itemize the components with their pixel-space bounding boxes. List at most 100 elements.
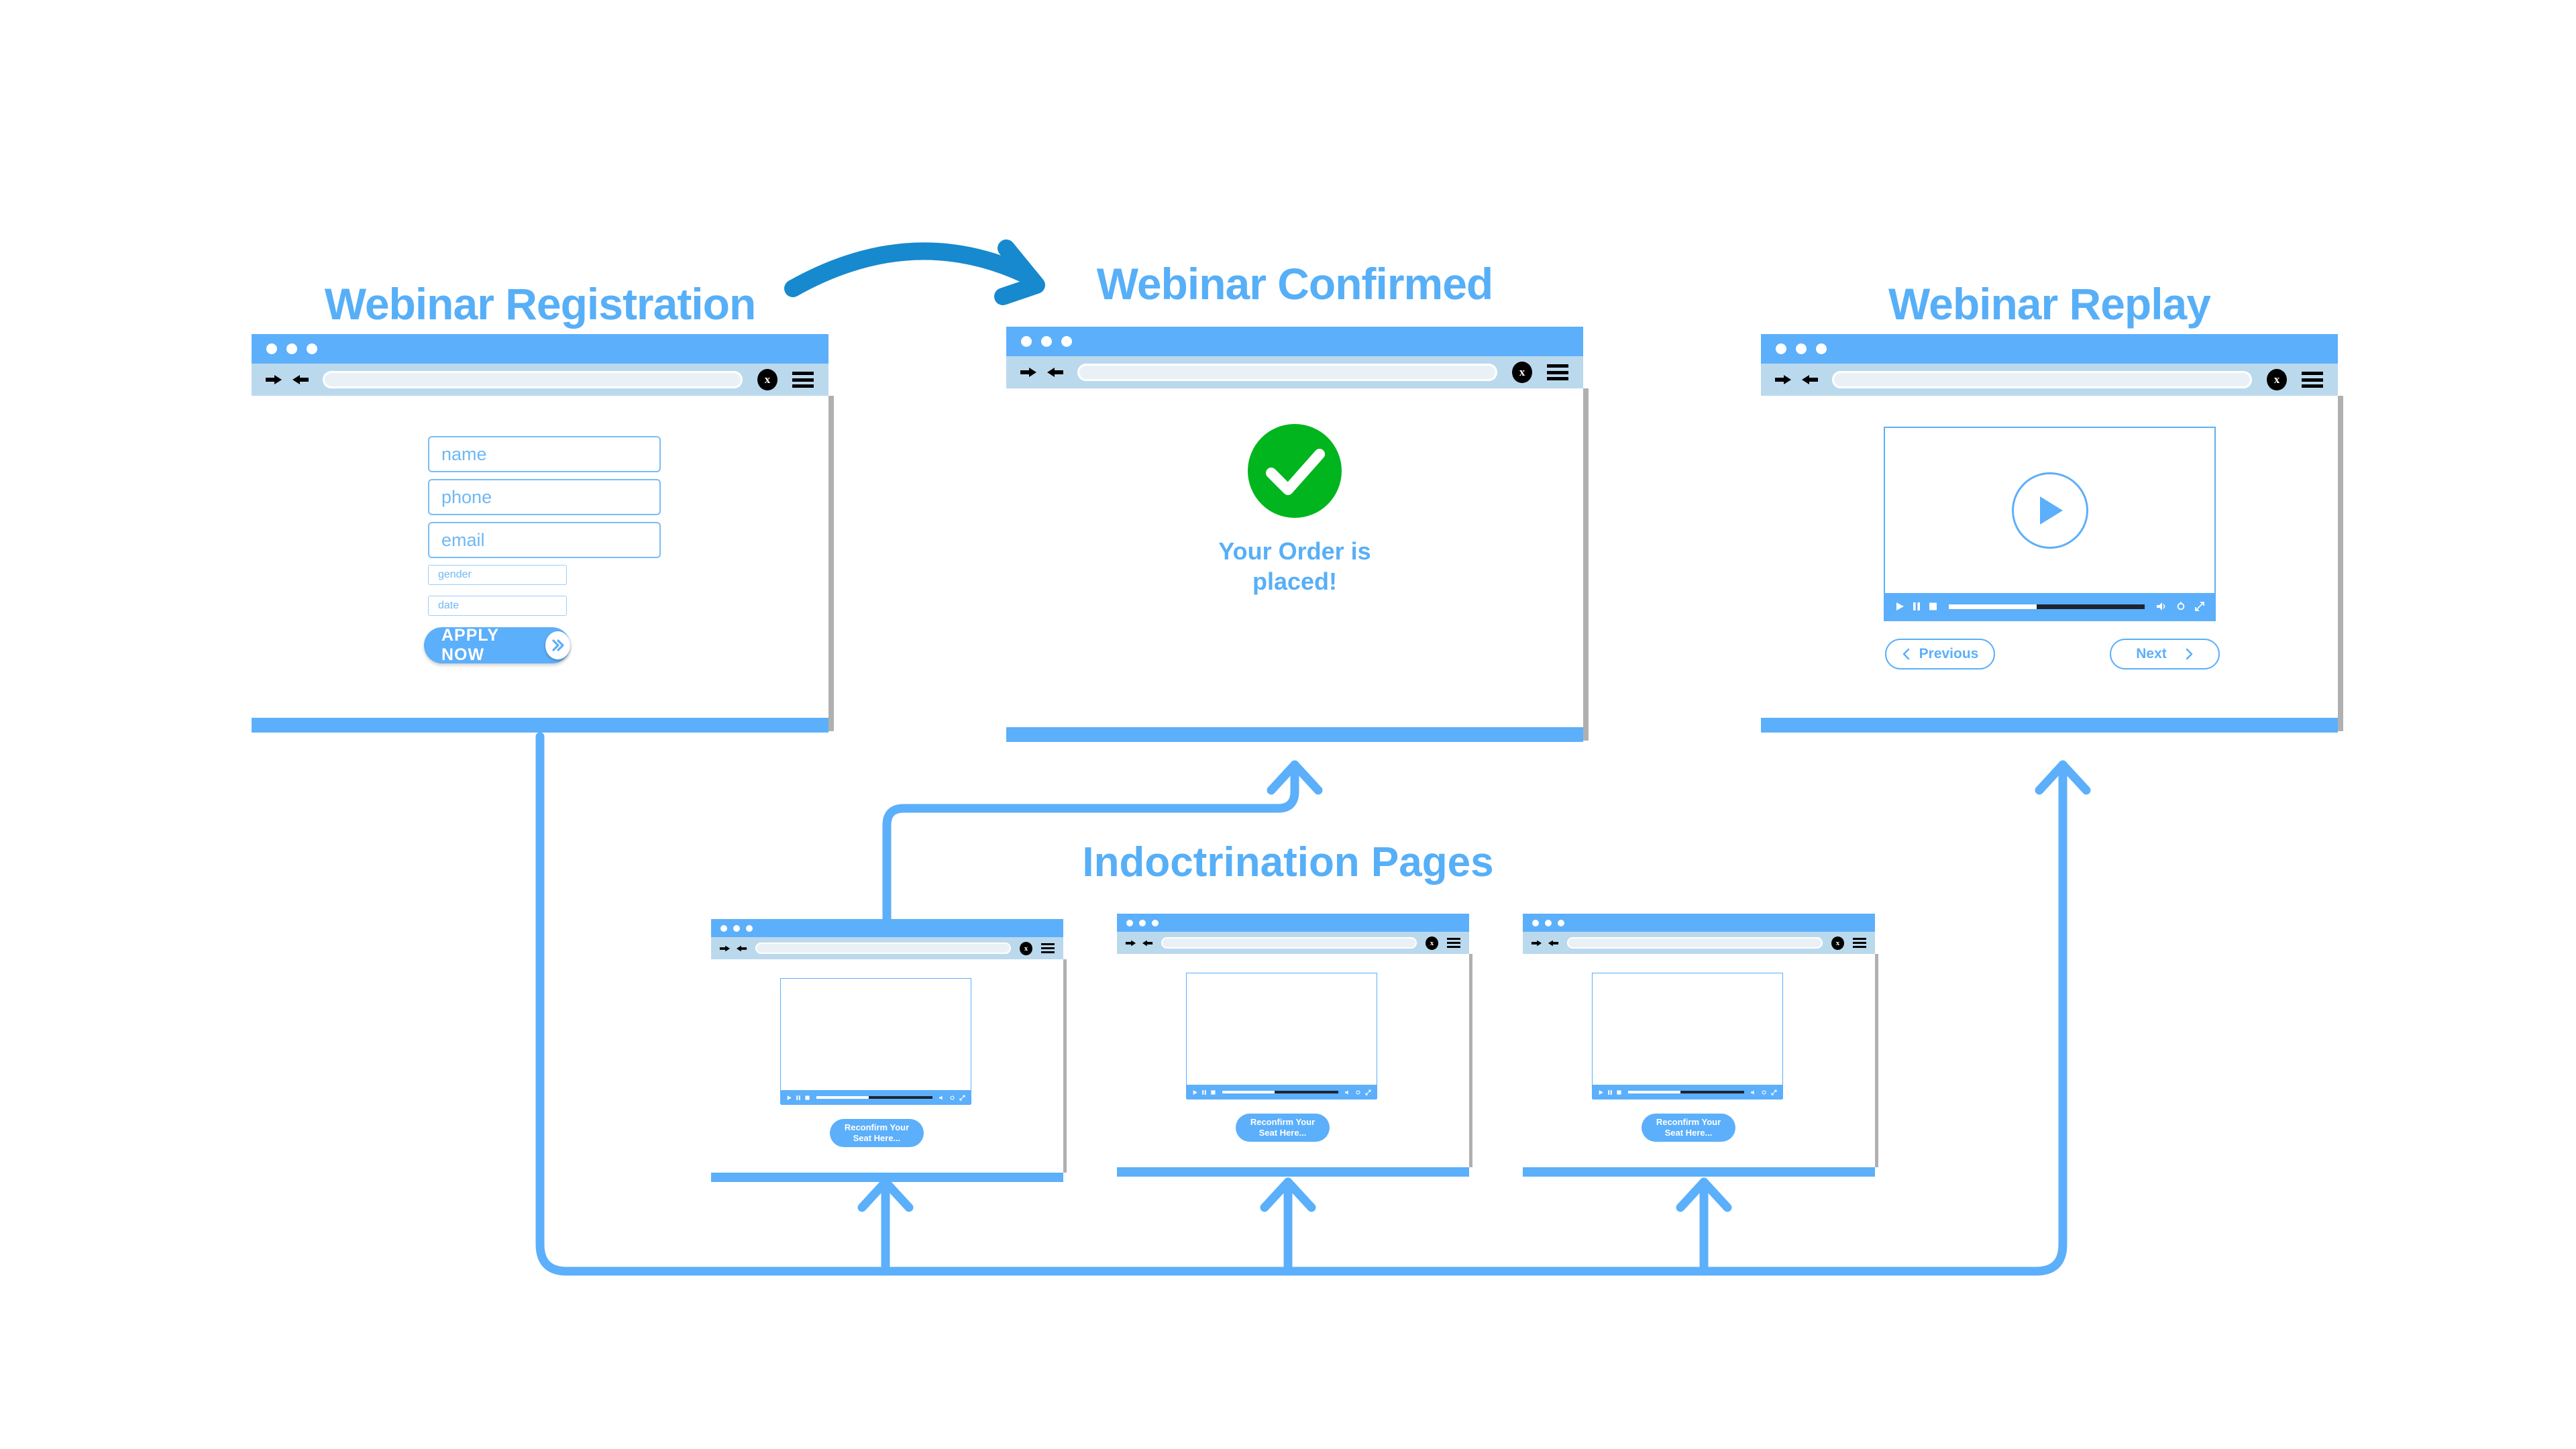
window-dot-maximize[interactable] — [307, 343, 317, 354]
reconfirm-seat-button[interactable]: Reconfirm Your Seat Here... — [1642, 1114, 1735, 1142]
video-player[interactable] — [1186, 973, 1377, 1099]
window-dot-maximize[interactable] — [1061, 336, 1072, 347]
address-bar[interactable] — [1077, 364, 1497, 381]
menu-icon[interactable] — [1447, 938, 1460, 948]
close-tab-icon[interactable]: x — [757, 369, 777, 390]
video-controls[interactable] — [1885, 593, 2214, 620]
stop-icon[interactable] — [1616, 1089, 1622, 1095]
window-dot-close[interactable] — [1776, 343, 1786, 354]
window-dot-minimize[interactable] — [286, 343, 297, 354]
back-arrow-icon[interactable] — [1530, 938, 1543, 948]
video-progress-bar[interactable] — [1628, 1091, 1744, 1093]
window-dot-maximize[interactable] — [1816, 343, 1827, 354]
back-arrow-icon[interactable] — [1124, 938, 1137, 948]
pause-icon[interactable] — [1201, 1089, 1207, 1095]
email-field[interactable]: email — [428, 522, 661, 558]
close-tab-icon[interactable]: x — [1512, 362, 1532, 383]
fullscreen-icon[interactable] — [2194, 601, 2205, 612]
back-arrow-icon[interactable] — [1018, 365, 1038, 380]
close-tab-icon[interactable]: x — [1831, 936, 1844, 950]
window-dot-close[interactable] — [1021, 336, 1032, 347]
stop-icon[interactable] — [1928, 601, 1938, 612]
settings-icon[interactable] — [1761, 1089, 1767, 1095]
play-icon[interactable] — [786, 1095, 792, 1101]
forward-arrow-icon[interactable] — [1800, 372, 1820, 387]
close-tab-icon[interactable]: x — [2267, 369, 2287, 390]
date-field[interactable]: date — [428, 596, 567, 616]
window-dot-minimize[interactable] — [1139, 919, 1146, 926]
video-progress-bar[interactable] — [1949, 604, 2145, 609]
back-arrow-icon[interactable] — [264, 372, 284, 387]
menu-icon[interactable] — [792, 372, 814, 388]
video-screen[interactable] — [781, 979, 971, 1090]
window-dot-maximize[interactable] — [1558, 919, 1564, 926]
pause-icon[interactable] — [796, 1095, 801, 1101]
video-player[interactable] — [780, 978, 971, 1105]
volume-icon[interactable] — [938, 1095, 945, 1101]
volume-icon[interactable] — [1344, 1089, 1351, 1095]
menu-icon[interactable] — [2302, 372, 2323, 388]
window-dot-maximize[interactable] — [1152, 919, 1159, 926]
gender-field[interactable]: gender — [428, 565, 567, 585]
next-button[interactable]: Next — [2110, 639, 2220, 669]
video-screen[interactable] — [1885, 428, 2214, 593]
window-dot-close[interactable] — [266, 343, 277, 354]
fullscreen-icon[interactable] — [1365, 1089, 1371, 1095]
fullscreen-icon[interactable] — [1771, 1089, 1777, 1095]
back-arrow-icon[interactable] — [718, 944, 731, 953]
video-screen[interactable] — [1593, 973, 1782, 1085]
forward-arrow-icon[interactable] — [290, 372, 311, 387]
fullscreen-icon[interactable] — [959, 1095, 965, 1101]
window-dot-close[interactable] — [1532, 919, 1539, 926]
menu-icon[interactable] — [1853, 938, 1866, 948]
window-dot-minimize[interactable] — [1796, 343, 1807, 354]
phone-field[interactable]: phone — [428, 479, 661, 515]
stop-icon[interactable] — [804, 1095, 810, 1101]
settings-icon[interactable] — [2176, 601, 2186, 612]
address-bar[interactable] — [1567, 937, 1823, 949]
name-field[interactable]: name — [428, 436, 661, 472]
video-controls[interactable] — [781, 1090, 971, 1105]
menu-icon[interactable] — [1041, 943, 1055, 953]
close-tab-icon[interactable]: x — [1020, 941, 1032, 955]
forward-arrow-icon[interactable] — [735, 944, 748, 953]
window-dot-minimize[interactable] — [1041, 336, 1052, 347]
volume-icon[interactable] — [1750, 1089, 1757, 1095]
forward-arrow-icon[interactable] — [1045, 365, 1065, 380]
window-dot-minimize[interactable] — [733, 924, 740, 932]
window-dot-close[interactable] — [1126, 919, 1133, 926]
address-bar[interactable] — [755, 943, 1011, 954]
video-controls[interactable] — [1187, 1085, 1377, 1099]
address-bar[interactable] — [1161, 937, 1417, 949]
play-icon[interactable] — [1894, 601, 1905, 612]
video-player[interactable] — [1592, 973, 1783, 1099]
window-dot-maximize[interactable] — [746, 924, 753, 932]
address-bar[interactable] — [1832, 371, 2252, 388]
forward-arrow-icon[interactable] — [1547, 938, 1560, 948]
reconfirm-seat-button[interactable]: Reconfirm Your Seat Here... — [1236, 1114, 1330, 1142]
play-icon[interactable] — [1598, 1089, 1604, 1095]
play-icon[interactable] — [1192, 1089, 1198, 1095]
stop-icon[interactable] — [1210, 1089, 1216, 1095]
video-controls[interactable] — [1593, 1085, 1782, 1099]
window-dot-minimize[interactable] — [1545, 919, 1552, 926]
back-arrow-icon[interactable] — [1773, 372, 1793, 387]
settings-icon[interactable] — [1355, 1089, 1361, 1095]
menu-icon[interactable] — [1547, 364, 1568, 380]
close-tab-icon[interactable]: x — [1426, 936, 1438, 950]
volume-icon[interactable] — [2155, 601, 2167, 612]
window-dot-close[interactable] — [720, 924, 727, 932]
settings-icon[interactable] — [949, 1095, 955, 1101]
pause-icon[interactable] — [1912, 601, 1921, 612]
address-bar[interactable] — [323, 371, 743, 388]
apply-now-button[interactable]: APPLY NOW — [424, 626, 570, 664]
forward-arrow-icon[interactable] — [1141, 938, 1154, 948]
video-progress-bar[interactable] — [1222, 1091, 1338, 1093]
previous-button[interactable]: Previous — [1885, 639, 1995, 669]
pause-icon[interactable] — [1607, 1089, 1613, 1095]
video-screen[interactable] — [1187, 973, 1377, 1085]
reconfirm-seat-button[interactable]: Reconfirm Your Seat Here... — [830, 1119, 924, 1147]
play-circle-icon[interactable] — [2011, 472, 2088, 549]
video-progress-bar[interactable] — [816, 1096, 932, 1099]
video-player[interactable] — [1884, 427, 2216, 621]
